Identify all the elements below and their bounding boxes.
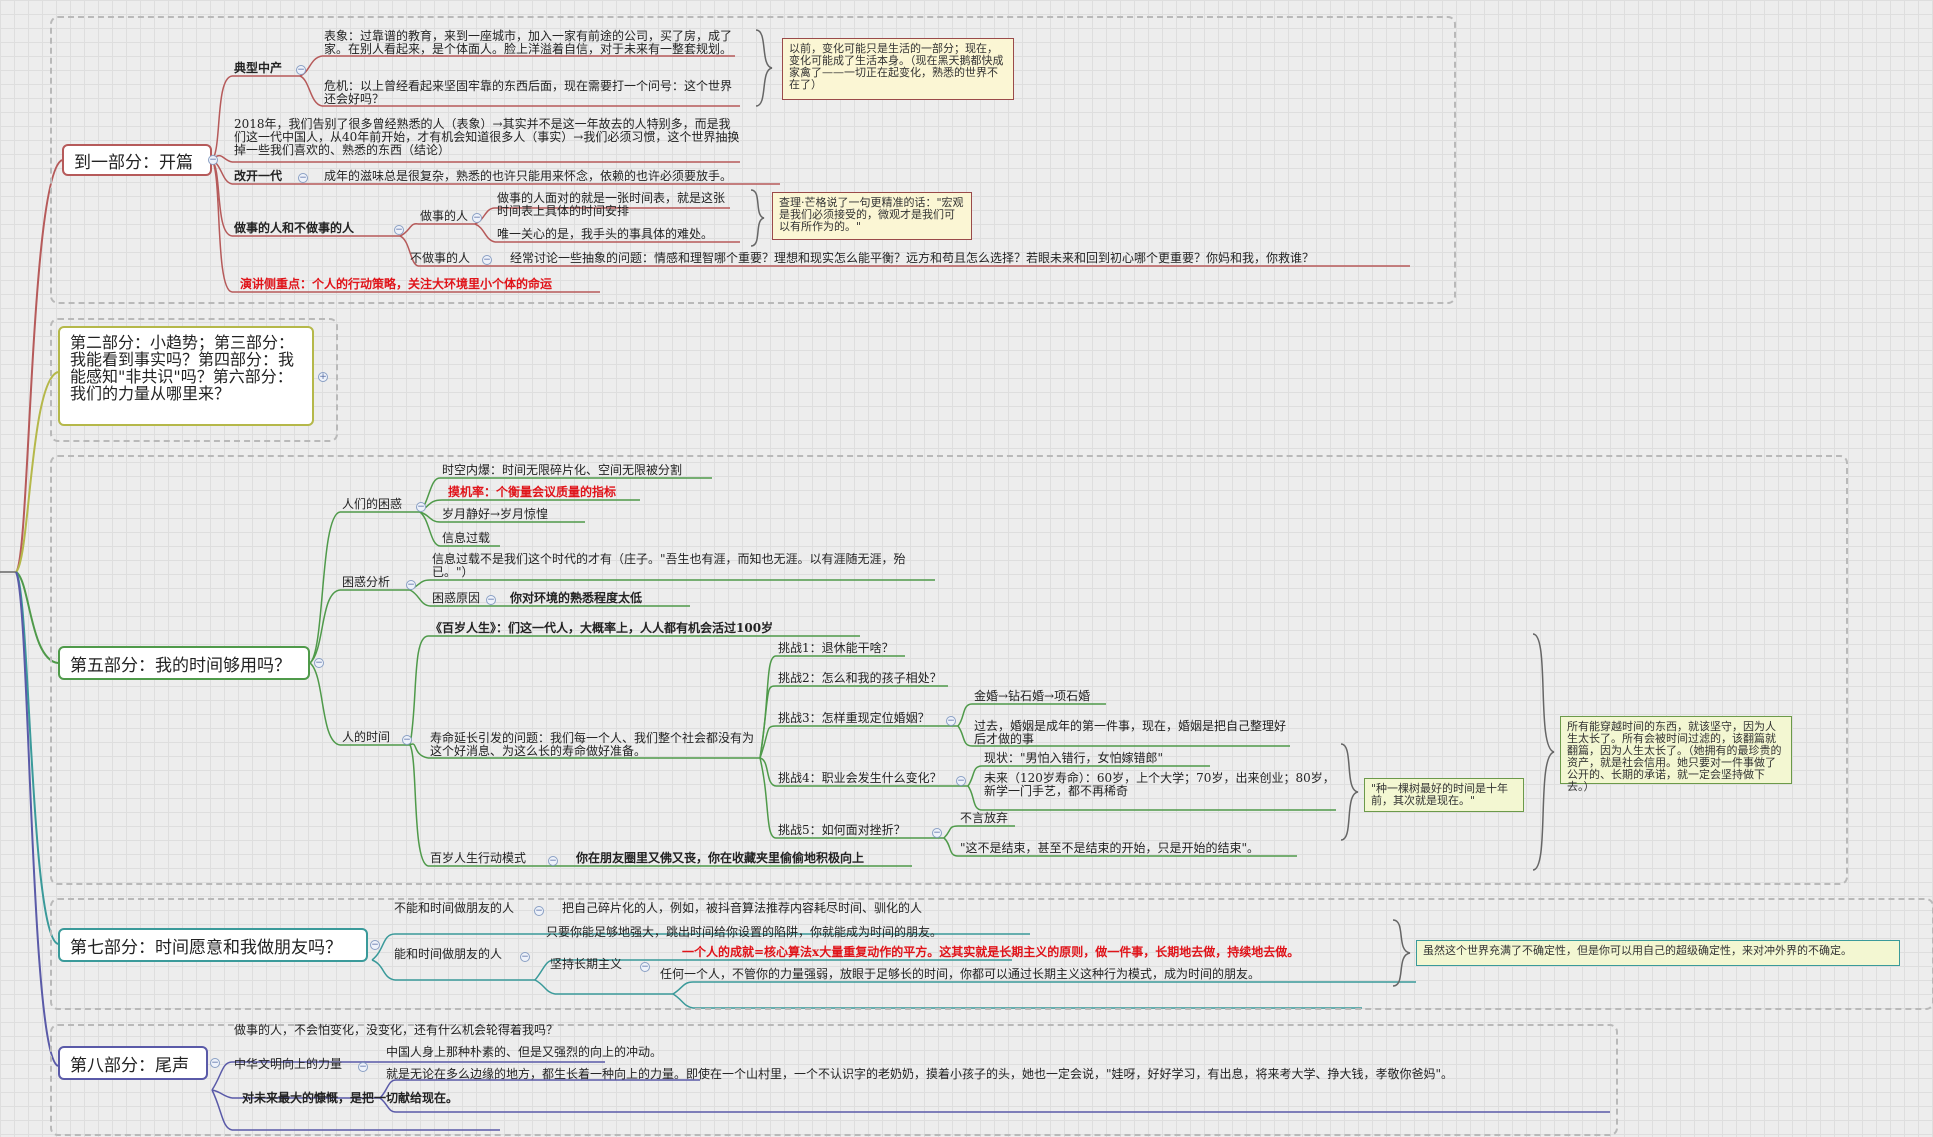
collapse-icon[interactable]: − (394, 225, 404, 235)
node-challenge-3-b[interactable]: 过去，婚姻是成年的第一件事，现在，婚姻是把自己整理好后才做的事 (974, 719, 1287, 746)
expand-icon[interactable]: + (318, 372, 328, 382)
collapse-icon[interactable]: − (406, 580, 416, 590)
collapse-icon[interactable]: − (534, 906, 544, 916)
node-reform-gen[interactable]: 改开一代 (234, 169, 283, 183)
node-cannot[interactable]: 不能和时间做朋友的人 (394, 901, 515, 915)
node-upward[interactable]: 中华文明向上的力量 (234, 1057, 343, 1071)
node-farewell-2018[interactable]: 2018年，我们告别了很多曾经熟悉的人（表象）→其实并不是这一年故去的人特别多，… (234, 117, 740, 157)
collapse-icon[interactable]: − (296, 65, 306, 75)
collapse-icon[interactable]: − (472, 213, 482, 223)
collapse-icon[interactable]: − (370, 940, 380, 950)
node-doers[interactable]: 做事的人和不做事的人 (234, 221, 355, 235)
node-appearance[interactable]: 表象：过靠谱的教育，来到一座城市，加入一家有前途的公司，买了房，成了家。在别人看… (324, 29, 733, 56)
node-typical-middle[interactable]: 典型中产 (234, 61, 283, 75)
node-upward-b[interactable]: 就是无论在多么边缘的地方，都生长着一种向上的力量。即使在一个山村里，一个不认识字… (386, 1067, 1454, 1081)
node-action-mode[interactable]: 百岁人生行动模式 (430, 851, 527, 865)
node-longterm-any[interactable]: 任何一个人，不管你的力量强弱，放眼于足够长的时间，你都可以通过长期主义这种行为模… (660, 967, 1261, 981)
collapse-icon[interactable]: − (946, 716, 956, 726)
node-challenge-4-a[interactable]: 现状："男怕入错行，女怕嫁错郎" (984, 751, 1164, 765)
brace-icon (1532, 633, 1555, 871)
section-part5-frame (50, 455, 1848, 885)
collapse-icon[interactable]: − (402, 735, 412, 745)
node-cause[interactable]: 困惑原因 (432, 591, 481, 605)
node-challenge-2[interactable]: 挑战2：怎么和我的孩子相处？ (778, 671, 942, 685)
note-change[interactable]: 以前，变化可能只是生活的一部分；现在，变化可能成了生活本身。（现在黑天鹅都快成家… (782, 38, 1014, 100)
node-can-strong[interactable]: 只要你能足够地强大，跳出时间给你设置的陷阱，你就能成为时间的朋友。 (546, 925, 943, 939)
collapse-icon[interactable]: − (956, 776, 966, 786)
note-tree[interactable]: "种一棵树最好的时间是十年前，其次就是现在。" (1364, 778, 1524, 812)
collapse-icon[interactable]: − (298, 173, 308, 183)
node-cannot-desc[interactable]: 把自己碎片化的人，例如，被抖音算法推荐内容耗尽时间、驯化的人 (562, 901, 923, 915)
node-non-doer-desc[interactable]: 经常讨论一些抽象的问题：情感和理智哪个重要？理想和现实怎么能平衡？远方和苟且怎么… (510, 251, 1315, 265)
node-phone-rate[interactable]: 摸机率：个衡量会议质量的指标 (448, 485, 617, 499)
collapse-icon[interactable]: − (358, 1062, 368, 1072)
node-confusion[interactable]: 人们的困惑 (342, 497, 403, 511)
node-analysis-desc[interactable]: 信息过载不是我们这个时代的才有（庄子。"吾生也有涯，而知也无涯。以有涯随无涯，殆… (432, 552, 906, 579)
node-challenge-3[interactable]: 挑战3：怎样重现定位婚姻？ (778, 711, 930, 725)
brace-icon (1392, 919, 1411, 987)
collapse-icon[interactable]: − (932, 828, 942, 838)
collapse-icon[interactable]: − (640, 962, 650, 972)
section-part8-frame (50, 1024, 1618, 1136)
node-longterm-red[interactable]: 一个人的成就=核心算法x大量重复动作的平方。这其实就是长期主义的原则，做一件事，… (682, 945, 1300, 959)
node-human-time[interactable]: 人的时间 (342, 730, 391, 744)
node-space-time[interactable]: 时空内爆：时间无限碎片化、空间无限被分割 (442, 463, 683, 477)
topic-part7[interactable]: 第七部分：时间愿意和我做朋友吗？ (58, 928, 368, 962)
brace-icon (750, 189, 765, 247)
node-can[interactable]: 能和时间做朋友的人 (394, 947, 503, 961)
node-crisis[interactable]: 危机：以上曾经看起来坚固牢靠的东西后面，现在需要打一个问号：这个世界还会好吗？ (324, 79, 733, 106)
node-centenarian[interactable]: 《百岁人生》：们这一代人，大概率上，人人都有机会活过100岁 (430, 621, 774, 635)
node-longevity[interactable]: 寿命延长引发的问题：我们每一个人、我们整个社会都没有为这个好消息、为这么长的寿命… (430, 731, 755, 758)
node-challenge-4-b[interactable]: 未来（120岁寿命）：60岁，上个大学；70岁，出来创业；80岁，新学一门手艺，… (984, 771, 1335, 798)
node-challenge-1[interactable]: 挑战1：退休能干啥？ (778, 641, 894, 655)
topic-part2[interactable]: 第二部分：小趋势；第三部分：我能看到事实吗？第四部分：我能感知"非共识"吗？第六… (58, 326, 314, 426)
collapse-icon[interactable]: − (210, 1058, 220, 1068)
note-munger[interactable]: 查理·芒格说了一句更精准的话："宏观是我们必须接受的，微观才是我们可以有所作为的… (772, 192, 972, 240)
collapse-icon[interactable]: − (548, 856, 558, 866)
topic-part2-label: 第二部分：小趋势；第三部分：我能看到事实吗？第四部分：我能感知"非共识"吗？第六… (70, 333, 295, 403)
section-part2-frame (50, 318, 338, 442)
node-reform-gen-desc[interactable]: 成年的滋味总是很复杂，熟悉的也许只能用来怀念，依赖的也许必须要放手。 (324, 169, 733, 183)
section-part1-frame (50, 16, 1456, 304)
node-question[interactable]: 做事的人，不会怕变化，没变化，还有什么机会轮得着我吗？ (234, 1023, 559, 1037)
collapse-icon[interactable]: − (416, 502, 426, 512)
node-doer-timetable[interactable]: 做事的人面对的就是一张时间表，就是这张时间表上具体的时间安排 (497, 191, 726, 218)
node-cause-desc[interactable]: 你对环境的熟悉程度太低 (510, 591, 643, 605)
topic-part8[interactable]: 第八部分：尾声 (58, 1046, 208, 1080)
node-years[interactable]: 岁月静好→岁月惊惶 (442, 507, 549, 521)
note-certainty[interactable]: 虽然这个世界充满了不确定性，但是你可以用自己的超级确定性，来对冲外界的不确定。 (1416, 940, 1900, 966)
node-challenge-3-a[interactable]: 金婚→钻石婚→项石婚 (974, 689, 1091, 703)
node-challenge-4[interactable]: 挑战4：职业会发生什么变化？ (778, 771, 942, 785)
node-action-mode-desc[interactable]: 你在朋友圈里又佛又丧，你在收藏夹里偷偷地积极向上 (576, 851, 865, 865)
node-doer-care[interactable]: 唯一关心的是，我手头的事具体的难处。 (497, 227, 714, 241)
topic-part1-label: 到一部分：开篇 (74, 152, 193, 173)
topic-part5[interactable]: 第五部分：我的时间够用吗？ (58, 646, 310, 680)
collapse-icon[interactable]: − (486, 595, 496, 605)
topic-part8-label: 第八部分：尾声 (70, 1055, 189, 1076)
node-challenge-5-a[interactable]: 不言放弃 (960, 811, 1009, 825)
node-challenge-5[interactable]: 挑战5：如何面对挫折？ (778, 823, 906, 837)
topic-part5-label: 第五部分：我的时间够用吗？ (70, 655, 291, 676)
collapse-icon[interactable]: − (482, 255, 492, 265)
collapse-icon[interactable]: − (314, 658, 324, 668)
node-challenge-5-b[interactable]: "这不是结束，甚至不是结束的开始，只是开始的结束"。 (960, 841, 1260, 855)
node-focus[interactable]: 演讲侧重点：个人的行动策略，关注大环境里小个体的命运 (240, 277, 553, 291)
topic-part7-label: 第七部分：时间愿意和我做朋友吗？ (70, 937, 342, 958)
node-longterm[interactable]: 坚持长期主义 (550, 957, 623, 971)
node-info-overload[interactable]: 信息过载 (442, 531, 491, 545)
collapse-icon[interactable]: − (520, 952, 530, 962)
brace-icon (1340, 743, 1359, 841)
brace-icon (755, 29, 773, 107)
node-non-doer[interactable]: 不做事的人 (410, 251, 471, 265)
collapse-icon[interactable]: − (208, 155, 218, 165)
node-last[interactable]: 对未来最大的慷慨，是把一切献给现在。 (242, 1091, 459, 1105)
node-analysis[interactable]: 困惑分析 (342, 575, 391, 589)
topic-part1[interactable]: 到一部分：开篇 (62, 144, 212, 176)
note-time[interactable]: 所有能穿越时间的东西，就该坚守，因为人生太长了。所有会被时间过滤的，该翻篇就翻篇… (1560, 716, 1792, 793)
node-doer[interactable]: 做事的人 (420, 209, 469, 223)
node-upward-a[interactable]: 中国人身上那种朴素的、但是又强烈的向上的冲动。 (386, 1045, 663, 1059)
